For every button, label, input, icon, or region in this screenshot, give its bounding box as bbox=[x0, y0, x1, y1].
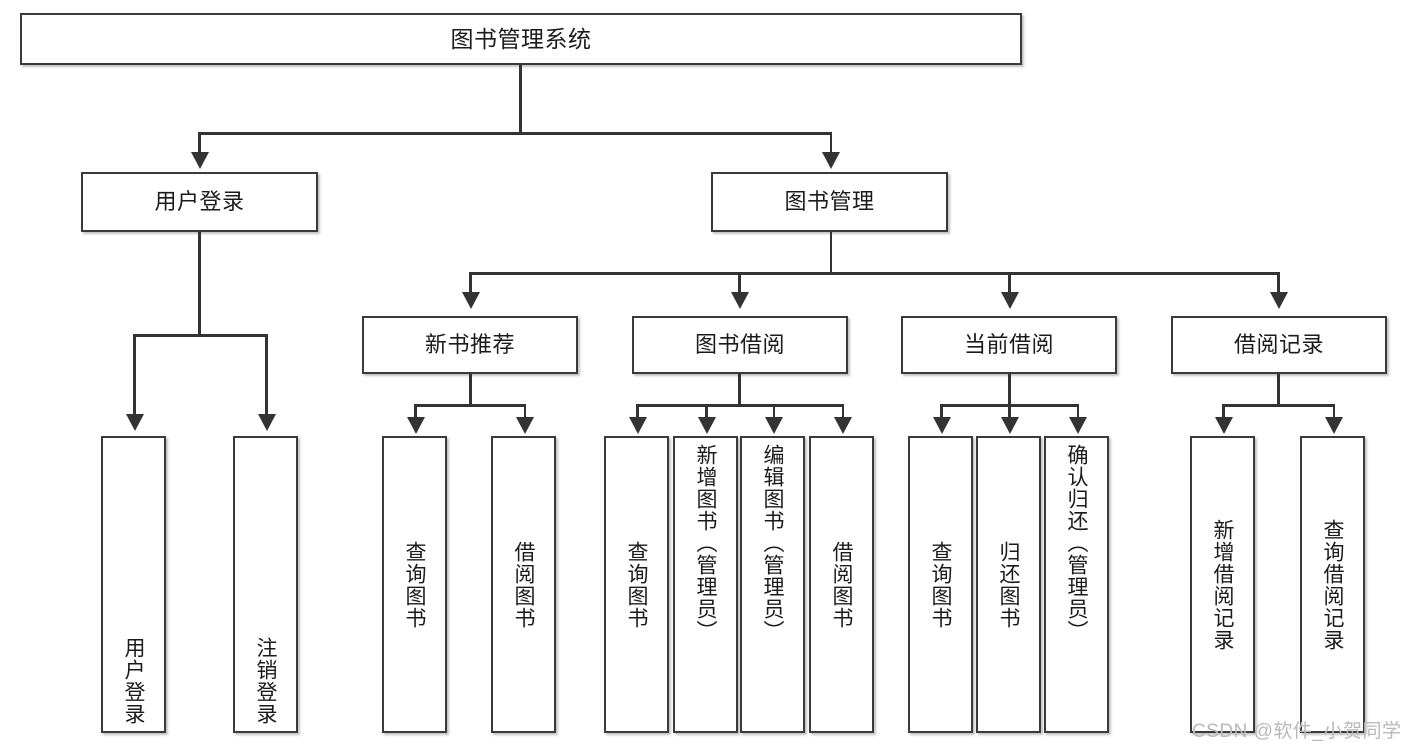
connector-drop-book-borrow bbox=[738, 272, 741, 295]
node-leaf-borrow-book-2[interactable]: 借阅图书 bbox=[809, 436, 874, 733]
arrowhead-leaf-borrow-book-2 bbox=[834, 417, 852, 434]
connector-drop-user-login bbox=[198, 132, 201, 155]
node-leaf-confirm-return[interactable]: 确认归还（管理员） bbox=[1044, 436, 1109, 733]
node-book-borrow-label: 图书借阅 bbox=[694, 332, 785, 358]
node-leaf-borrow-book-1[interactable]: 借阅图书 bbox=[491, 436, 556, 733]
node-current-borrow[interactable]: 当前借阅 bbox=[901, 316, 1117, 374]
node-leaf-add-book[interactable]: 新增图书（管理员） bbox=[673, 436, 738, 733]
connector-root-stem bbox=[519, 65, 522, 132]
arrowhead-user-login bbox=[190, 152, 209, 169]
arrowhead-current-borrow bbox=[1000, 292, 1019, 309]
connector-drop-leaf-return-book bbox=[1008, 404, 1011, 419]
node-new-book-recommend[interactable]: 新书推荐 bbox=[362, 316, 578, 374]
connector-drop-new-book-recommend bbox=[469, 272, 472, 295]
arrowhead-leaf-confirm-return bbox=[1069, 417, 1087, 434]
node-leaf-query-record-label: 查询借阅记录 bbox=[1321, 518, 1344, 651]
node-leaf-user-login-label: 用户登录 bbox=[122, 637, 145, 725]
connector-drop-leaf-add-record bbox=[1222, 404, 1225, 419]
node-leaf-edit-book[interactable]: 编辑图书（管理员） bbox=[740, 436, 805, 733]
connector-current-borrow-stem bbox=[1008, 374, 1011, 406]
node-current-borrow-label: 当前借阅 bbox=[963, 332, 1054, 358]
node-leaf-return-book-label: 归还图书 bbox=[997, 540, 1020, 629]
node-book-management[interactable]: 图书管理 bbox=[711, 172, 948, 232]
connector-drop-leaf-borrow-book-1 bbox=[523, 404, 526, 419]
node-leaf-query-book-1[interactable]: 查询图书 bbox=[382, 436, 447, 733]
connector-new-book-recommend-stem bbox=[469, 374, 472, 406]
node-root[interactable]: 图书管理系统 bbox=[20, 13, 1022, 65]
connector-new-book-recommend-bus bbox=[414, 404, 526, 407]
arrowhead-borrow-record bbox=[1269, 292, 1288, 309]
arrowhead-book-borrow bbox=[730, 292, 749, 309]
connector-drop-leaf-query-book-3 bbox=[940, 404, 943, 419]
connector-user-login-bus bbox=[133, 334, 267, 337]
node-leaf-query-book-3-label: 查询图书 bbox=[929, 540, 952, 629]
node-leaf-query-book-2[interactable]: 查询图书 bbox=[604, 436, 669, 733]
node-leaf-add-record-label: 新增借阅记录 bbox=[1211, 518, 1234, 651]
arrowhead-leaf-logout-login bbox=[257, 414, 276, 431]
node-borrow-record[interactable]: 借阅记录 bbox=[1171, 316, 1387, 374]
connector-drop-leaf-query-book-2 bbox=[636, 404, 639, 419]
connector-drop-leaf-query-record bbox=[1332, 404, 1335, 419]
connector-drop-current-borrow bbox=[1008, 272, 1011, 295]
arrowhead-leaf-borrow-book-1 bbox=[516, 417, 534, 434]
connector-borrow-record-bus bbox=[1222, 404, 1335, 407]
connector-drop-leaf-add-book bbox=[705, 404, 708, 419]
connector-drop-leaf-query-book-1 bbox=[414, 404, 417, 419]
node-root-label: 图书管理系统 bbox=[450, 25, 592, 52]
connector-drop-leaf-user-login bbox=[133, 334, 136, 417]
connector-drop-borrow-record bbox=[1277, 272, 1280, 295]
connector-level1-bus bbox=[198, 132, 832, 135]
node-book-management-label: 图书管理 bbox=[784, 189, 875, 215]
node-leaf-logout-login-label: 注销登录 bbox=[254, 637, 277, 725]
connector-drop-leaf-confirm-return bbox=[1076, 404, 1079, 419]
node-leaf-borrow-book-2-label: 借阅图书 bbox=[830, 540, 853, 629]
node-leaf-query-book-3[interactable]: 查询图书 bbox=[908, 436, 973, 733]
arrowhead-leaf-return-book bbox=[1000, 417, 1019, 434]
arrowhead-leaf-query-record bbox=[1325, 417, 1343, 434]
arrowhead-leaf-add-record bbox=[1214, 417, 1233, 434]
connector-drop-leaf-logout-login bbox=[265, 334, 268, 417]
node-user-login[interactable]: 用户登录 bbox=[81, 172, 318, 232]
node-leaf-borrow-book-1-label: 借阅图书 bbox=[512, 540, 535, 629]
connector-drop-book-management bbox=[829, 132, 832, 155]
csdn-watermark: CSDN @软件_小贺同学 bbox=[1192, 721, 1402, 742]
arrowhead-new-book-recommend bbox=[461, 292, 480, 309]
arrowhead-leaf-user-login bbox=[125, 414, 144, 431]
connector-level2-bus bbox=[469, 272, 1279, 275]
node-leaf-add-book-label: 新增图书（管理员） bbox=[694, 444, 717, 642]
node-leaf-add-record[interactable]: 新增借阅记录 bbox=[1190, 436, 1255, 733]
arrowhead-leaf-query-book-3 bbox=[932, 417, 951, 434]
arrowhead-leaf-add-book bbox=[697, 417, 716, 434]
node-leaf-user-login[interactable]: 用户登录 bbox=[101, 436, 166, 733]
node-book-borrow[interactable]: 图书借阅 bbox=[632, 316, 848, 374]
node-user-login-label: 用户登录 bbox=[154, 189, 245, 215]
connector-drop-leaf-edit-book bbox=[772, 404, 775, 419]
node-leaf-query-record[interactable]: 查询借阅记录 bbox=[1300, 436, 1365, 733]
node-leaf-return-book[interactable]: 归还图书 bbox=[976, 436, 1041, 733]
connector-borrow-record-stem bbox=[1277, 374, 1280, 406]
connector-user-login-stem bbox=[198, 232, 201, 336]
node-leaf-query-book-2-label: 查询图书 bbox=[625, 540, 648, 629]
arrowhead-leaf-query-book-1 bbox=[406, 417, 425, 434]
node-leaf-logout-login[interactable]: 注销登录 bbox=[233, 436, 298, 733]
connector-book-borrow-bus bbox=[636, 404, 844, 407]
connector-book-management-stem bbox=[829, 232, 832, 274]
arrowhead-leaf-edit-book bbox=[765, 417, 783, 434]
arrowhead-leaf-query-book-2 bbox=[628, 417, 647, 434]
node-leaf-confirm-return-label: 确认归还（管理员） bbox=[1065, 444, 1088, 642]
node-leaf-edit-book-label: 编辑图书（管理员） bbox=[761, 444, 784, 642]
node-new-book-recommend-label: 新书推荐 bbox=[424, 332, 515, 358]
connector-book-borrow-stem bbox=[738, 374, 741, 406]
connector-drop-leaf-borrow-book-2 bbox=[841, 404, 844, 419]
arrowhead-book-management bbox=[822, 152, 840, 169]
node-leaf-query-book-1-label: 查询图书 bbox=[403, 540, 426, 629]
node-borrow-record-label: 借阅记录 bbox=[1233, 332, 1324, 358]
